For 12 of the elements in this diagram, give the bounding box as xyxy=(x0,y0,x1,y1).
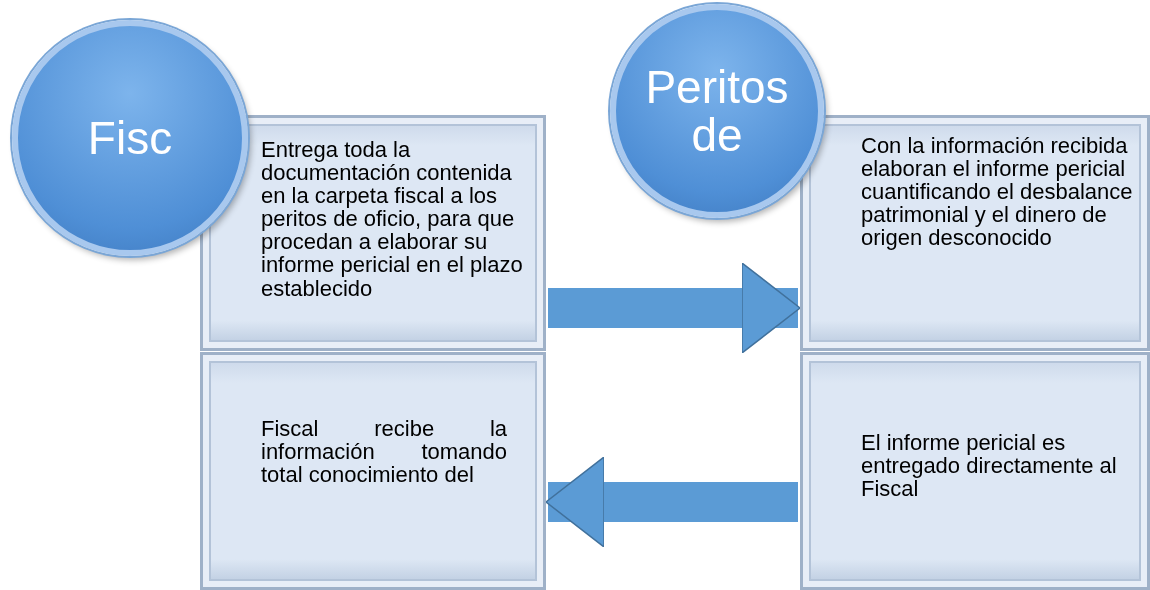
process-box xyxy=(800,352,1150,590)
circle-label: Peritos de xyxy=(644,62,790,160)
process-box xyxy=(200,352,546,590)
step-text: Fiscal recibe la información tomando total conocimiento del xyxy=(261,417,507,487)
step-text: El informe pericial es entregado directamente al Fiscal xyxy=(861,431,1118,501)
step-text: Entrega toda la documentación contenida en la carpeta fiscal a los peritos de oficio, para que procedan a elaborar su informe pericial en el plazo establecido xyxy=(261,138,524,300)
process-box xyxy=(800,115,1150,351)
circle-label: Fisc xyxy=(87,113,173,163)
block-arrow xyxy=(548,262,801,354)
step-text: Con la información recibida elaboran el informe pericial cuantificando el desbalance patrimonial y el dinero de origen desconocido xyxy=(861,134,1134,250)
process-box xyxy=(200,115,546,351)
block-arrow xyxy=(545,456,798,548)
